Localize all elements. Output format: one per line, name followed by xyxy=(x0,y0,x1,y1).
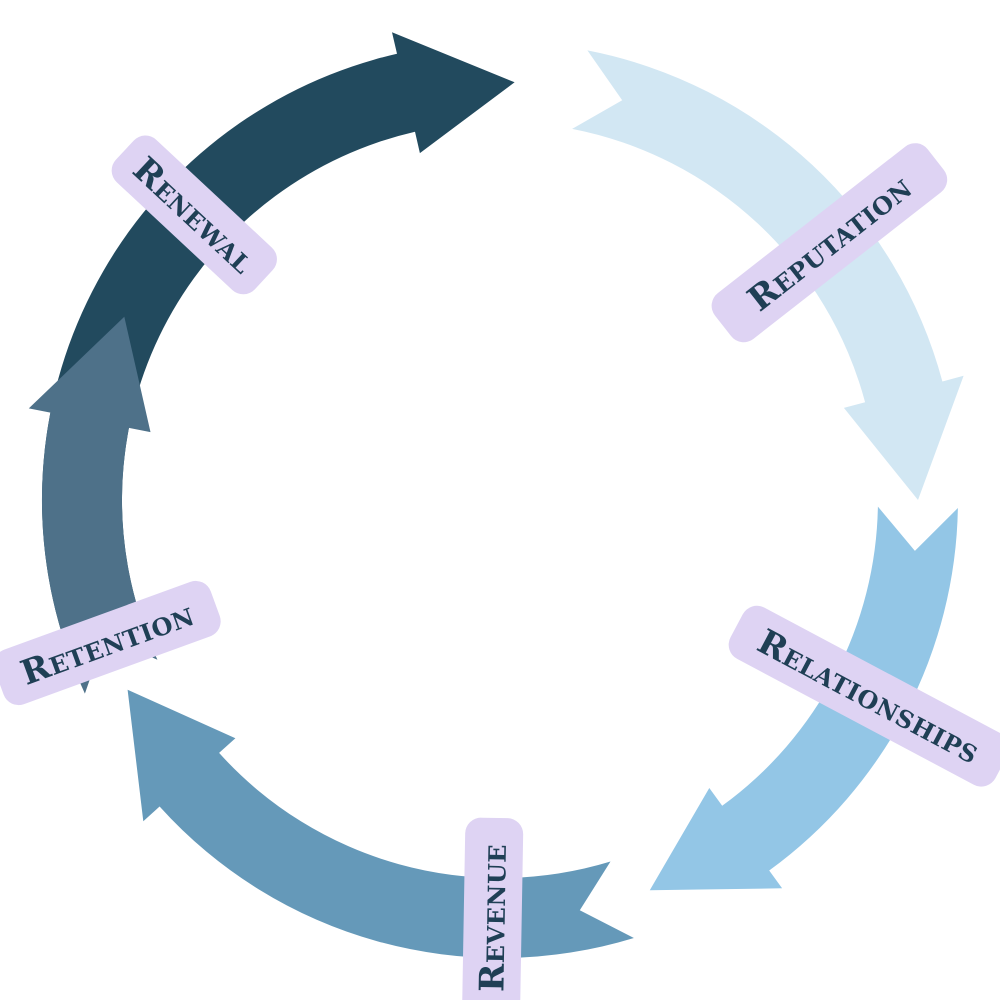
arrow-reputation xyxy=(572,50,964,501)
label-box-relationships xyxy=(728,605,1000,787)
label-box-renewal xyxy=(111,135,277,295)
label-revenue: Revenue xyxy=(472,844,515,993)
arrow-revenue xyxy=(127,689,634,959)
label-box-revenue xyxy=(462,817,524,1000)
label-group-revenue: Revenue xyxy=(462,817,524,1000)
arrow-retention xyxy=(28,316,158,694)
label-box-retention xyxy=(0,580,221,706)
label-box-reputation xyxy=(711,143,948,343)
arrow-relationships xyxy=(649,506,958,891)
